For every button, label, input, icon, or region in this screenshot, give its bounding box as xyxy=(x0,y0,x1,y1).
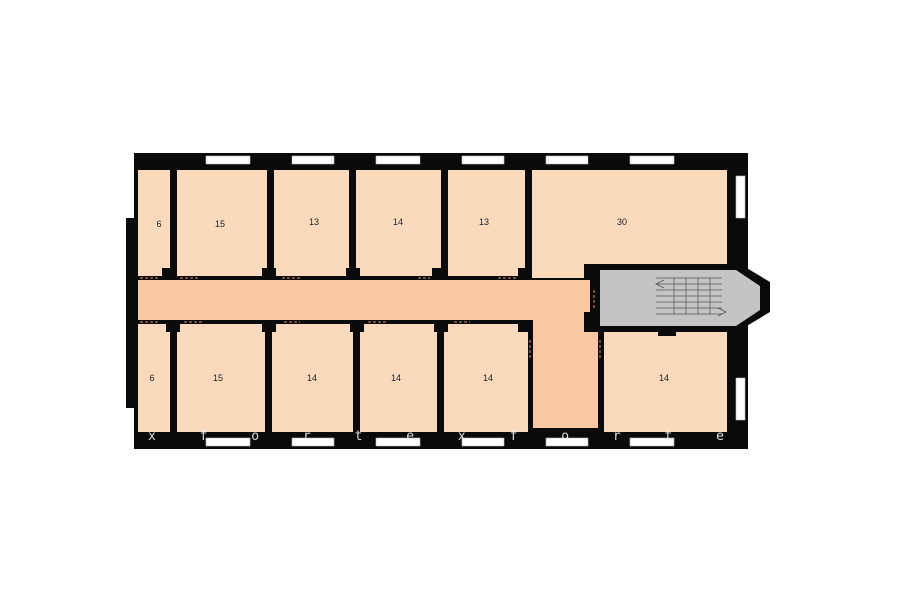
room-top-6-ext xyxy=(532,262,584,278)
stair-arrow-icon xyxy=(655,279,727,317)
windows-right xyxy=(735,175,746,421)
room-bottom-4-area: 14 xyxy=(391,373,401,383)
left-wall-notch xyxy=(126,218,136,408)
room-bottom-1 xyxy=(138,324,170,432)
stair-area xyxy=(600,270,760,326)
room-bottom-3 xyxy=(272,324,353,432)
stair-treads xyxy=(656,277,722,315)
room-bottom-5 xyxy=(444,324,528,432)
corridor xyxy=(138,280,598,428)
room-bottom-3-area: 14 xyxy=(307,373,317,383)
windows-top xyxy=(205,155,675,165)
room-bottom-5-area: 14 xyxy=(483,373,493,383)
room-top-1-area: 6 xyxy=(156,219,161,229)
room-bottom-6-area: 14 xyxy=(659,373,669,383)
room-bottom-2 xyxy=(177,324,265,432)
room-top-2-area: 15 xyxy=(215,219,225,229)
room-top-5 xyxy=(448,170,525,276)
room-top-2 xyxy=(177,170,267,276)
room-top-4 xyxy=(356,170,441,276)
room-top-3-area: 13 xyxy=(309,217,319,227)
room-top-4-area: 14 xyxy=(393,217,403,227)
room-top-6-area: 30 xyxy=(617,217,627,227)
room-bottom-2-area: 15 xyxy=(213,373,223,383)
room-top-1 xyxy=(138,170,170,276)
room-top-6 xyxy=(532,170,727,264)
room-top-5-area: 13 xyxy=(479,217,489,227)
wall-piers xyxy=(162,268,676,336)
room-bottom-4 xyxy=(360,324,437,432)
room-bottom-6 xyxy=(604,332,727,432)
rooms-bottom-fills xyxy=(138,324,727,432)
watermark-text: x f o r t e x f o r t e x f o xyxy=(148,429,897,444)
windows-bottom xyxy=(205,437,675,447)
corridor-main xyxy=(138,280,586,320)
room-bottom-1-area: 6 xyxy=(149,373,154,383)
room-top-3 xyxy=(274,170,349,276)
rooms-top-fills xyxy=(138,170,727,278)
door-openings xyxy=(140,277,601,360)
